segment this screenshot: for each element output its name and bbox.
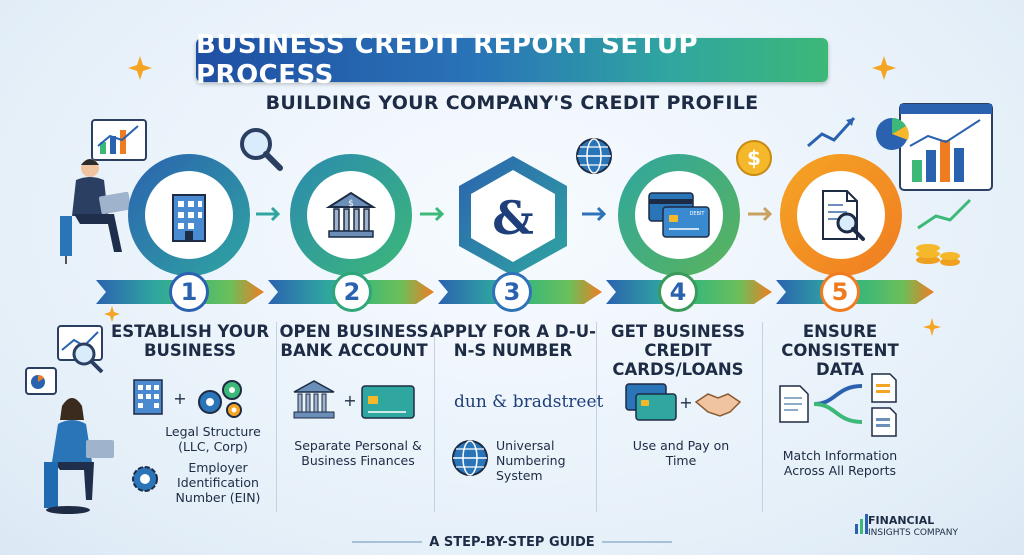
step-4-number: 4 [658,272,698,312]
building-plus-gears-icons: + [133,379,242,418]
logo-line-2: INSIGHTS COMPANY [868,528,958,538]
step-5-number: 5 [820,272,860,312]
dun-bradstreet-logo: dun & bradstreet [454,392,604,412]
office-building-icon [172,194,206,242]
svg-text:&: & [492,191,534,245]
svg-text:+: + [173,389,186,408]
analytics-chart-illustration [807,103,993,266]
svg-text:+: + [343,391,356,410]
footer-rule [352,541,672,543]
column-divider [276,322,277,512]
globe-icon [576,138,612,174]
step-2-ring: $ [290,154,412,276]
step-3-number: 3 [492,272,532,312]
cards-plus-handshake-icons: + [625,383,742,421]
step-5-desc: Match Information Across All Reports [782,448,898,478]
woman-with-laptop-illustration [25,325,114,514]
debit-label: DEBIT [690,211,706,217]
step-4-title: GET BUSINESS CREDIT CARDS/LOANS [611,322,745,379]
step-3-desc: Universal Numbering System [496,438,566,483]
title-banner: BUSINESS CREDIT REPORT SETUP PROCESS [196,30,828,90]
step-4-ring: DEBIT [618,154,740,276]
documents-merge-icons [779,373,897,437]
svg-text:$: $ [747,146,761,170]
step-3-title: APPLY FOR A D-U-N-S NUMBER [430,322,596,360]
main-title: BUSINESS CREDIT REPORT SETUP PROCESS [196,30,699,90]
step-5-ring [780,154,902,276]
globe-icon [452,440,488,476]
step-1-ring [128,154,250,276]
svg-text:+: + [679,393,692,412]
credit-cards-icon: DEBIT [648,192,710,238]
step-5-title: ENSURE CONSISTENT DATA [781,322,899,379]
logo-bars-icon [855,514,868,534]
gear-icon [132,466,158,492]
subtitle: BUILDING YOUR COMPANY'S CREDIT PROFILE [265,92,759,114]
company-logo: FINANCIAL INSIGHTS COMPANY [868,515,958,539]
step-1-title: ESTABLISH YOUR BUSINESS [110,322,270,360]
step-4-desc: Use and Pay on Time [632,438,730,468]
step-1-number: 1 [169,272,209,312]
logo-line-1: FINANCIAL [868,514,935,527]
step-2-title: OPEN BUSINESS BANK ACCOUNT [279,322,429,360]
footer-text: A STEP-BY-STEP GUIDE [429,535,595,550]
column-divider [434,322,435,512]
step-1-desc-2: Employer Identification Number (EIN) [175,460,261,505]
man-with-laptop-illustration [60,119,147,264]
column-divider [762,322,763,512]
step-1-desc-1: Legal Structure (LLC, Corp) [165,424,261,454]
bank-icon: $ [325,191,377,238]
magnifier-icon [240,128,283,171]
step-3-hexagon: & [459,156,567,276]
step-2-desc: Separate Personal & Business Finances [294,438,422,468]
step-2-number: 2 [332,272,372,312]
ring-connectors [256,206,773,222]
document-magnifier-icon [822,190,865,241]
dollar-coin-icon: $ [736,140,772,176]
svg-text:$: $ [348,199,354,209]
bank-plus-debit-card-icons: + [293,380,415,419]
column-divider [596,322,597,512]
